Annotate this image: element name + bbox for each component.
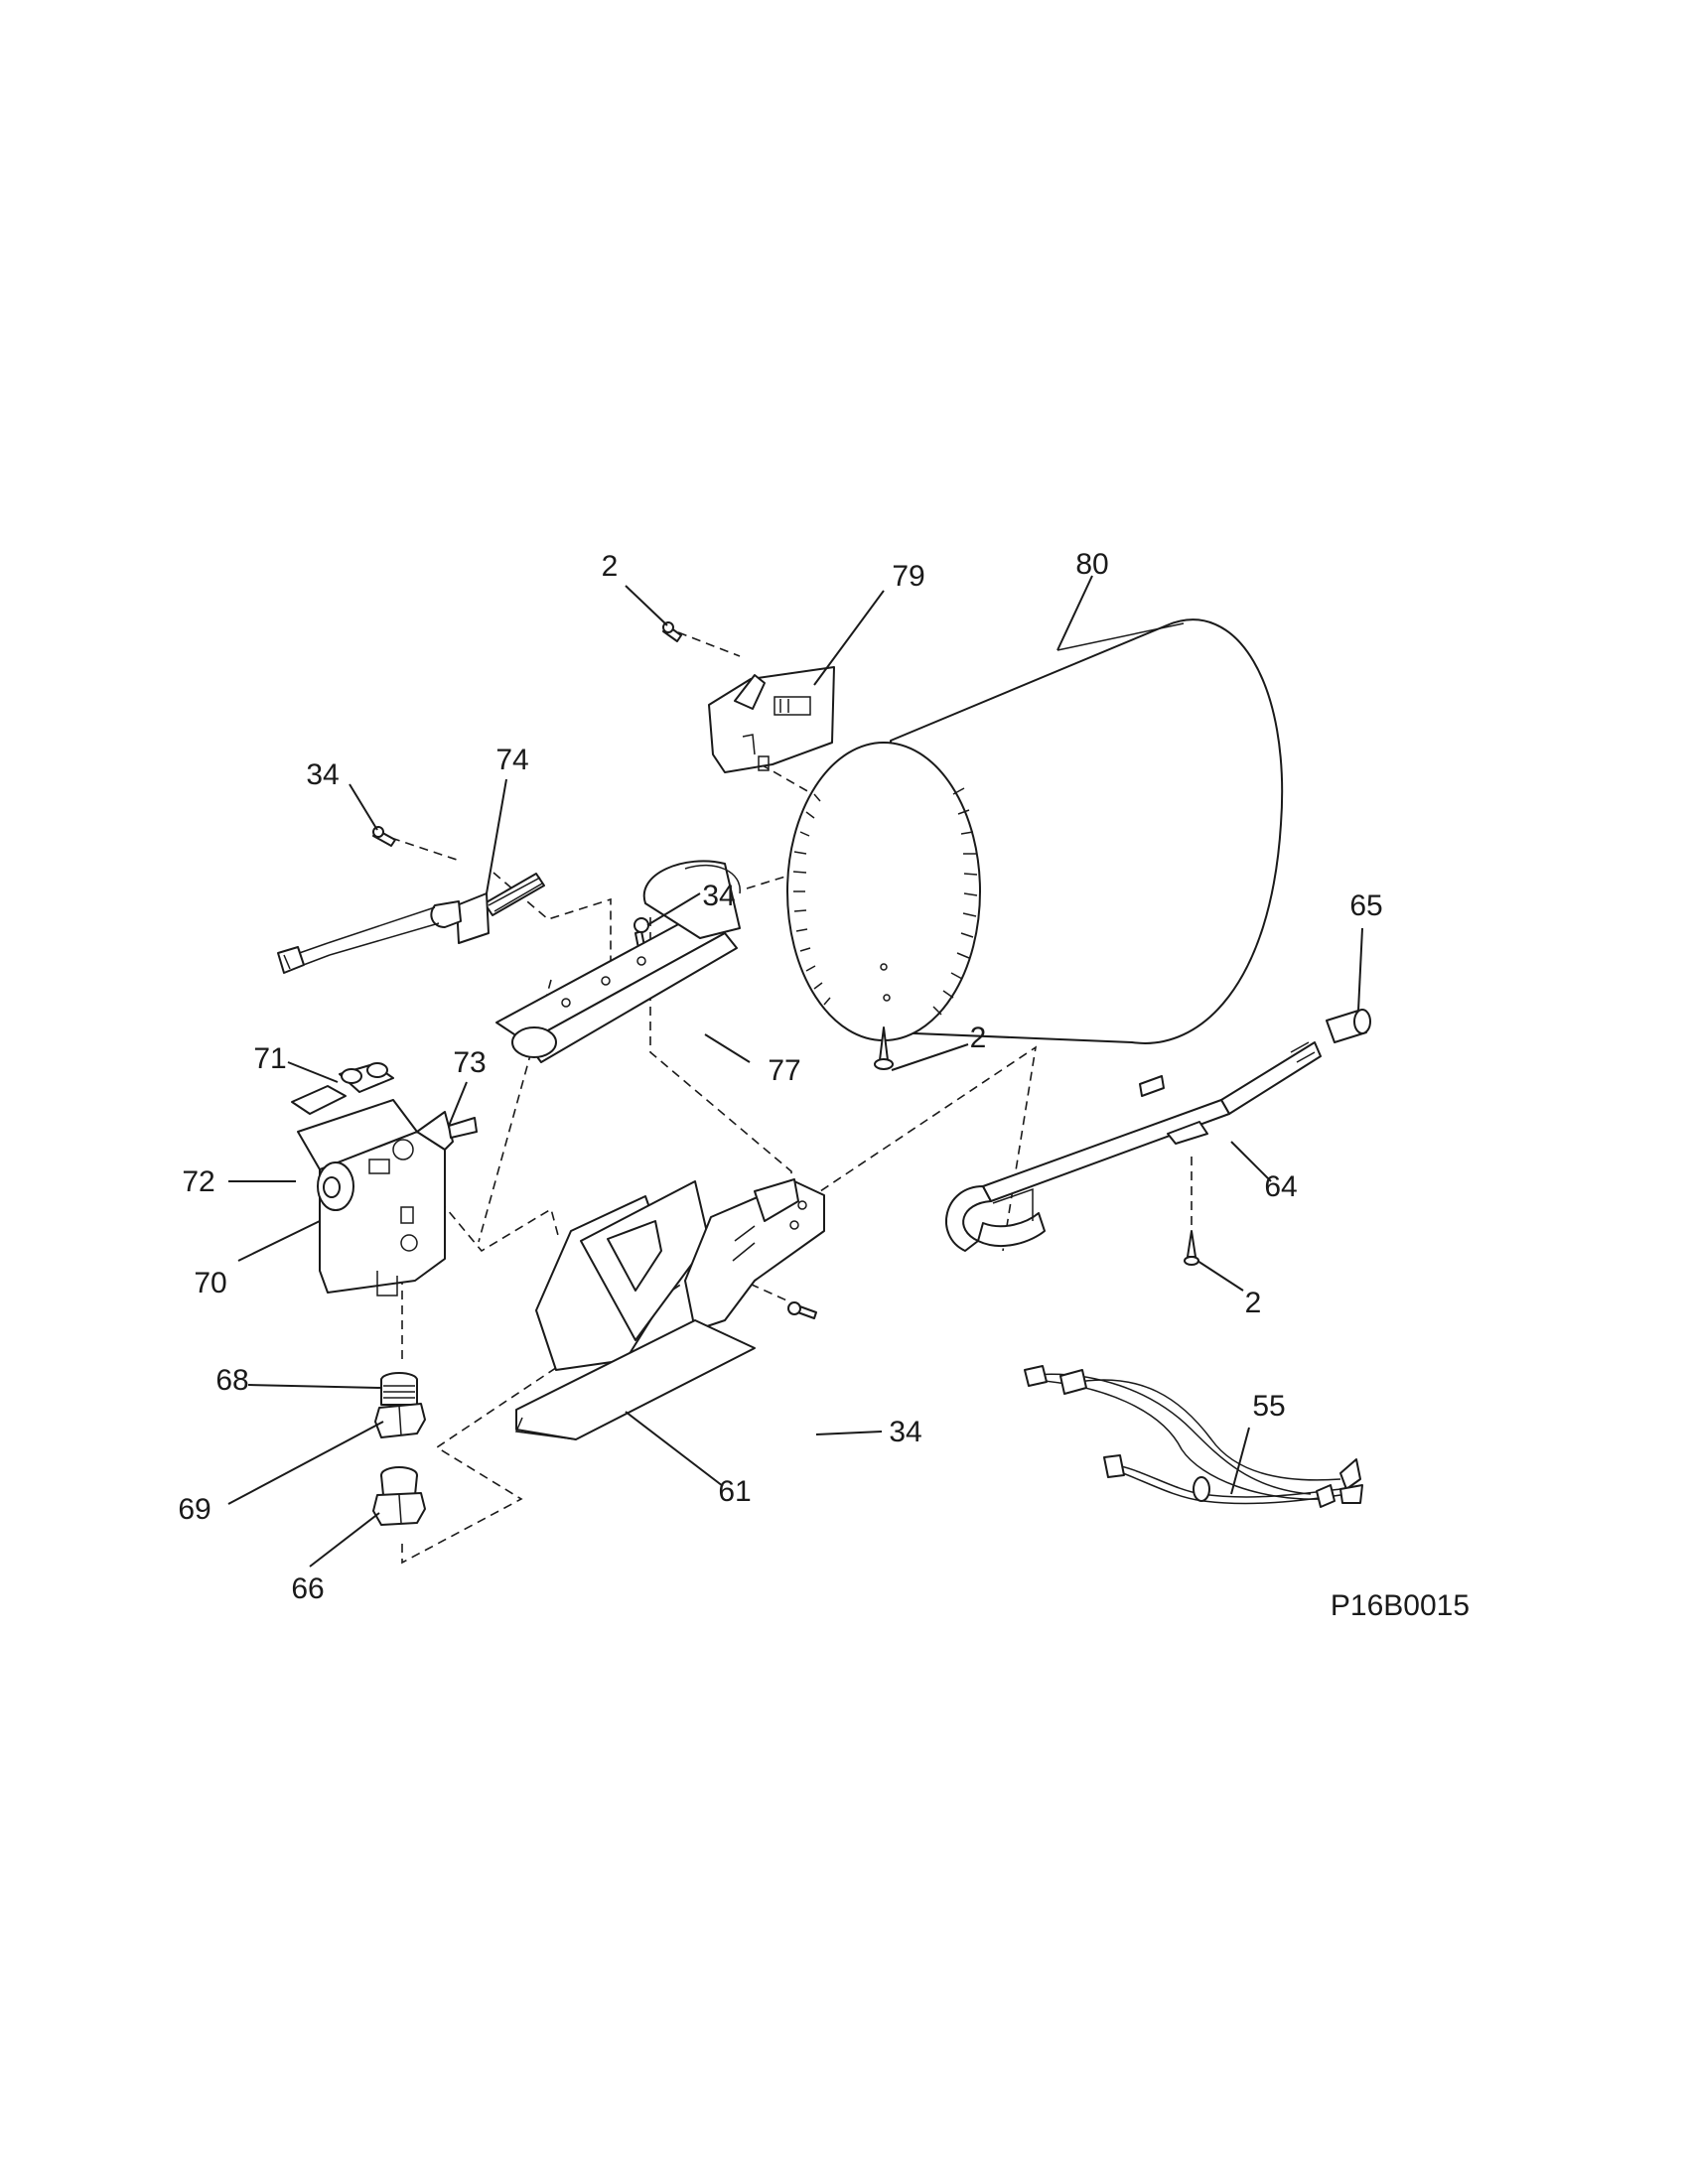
diagram-reference-code: P16B0015 bbox=[1331, 1589, 1470, 1622]
callout-2-mid: 2 bbox=[970, 1022, 987, 1054]
fitting-part-66 bbox=[372, 1466, 426, 1526]
callout-66: 66 bbox=[291, 1572, 324, 1605]
pipe-cap-part-65 bbox=[1326, 1009, 1371, 1043]
leader-lines bbox=[227, 575, 1363, 1568]
callout-68: 68 bbox=[215, 1364, 248, 1397]
orifice-part-68 bbox=[380, 1372, 418, 1406]
callout-74: 74 bbox=[495, 744, 528, 776]
gas-pipe-part-64 bbox=[945, 1041, 1322, 1252]
callout-73: 73 bbox=[453, 1046, 486, 1079]
drum-cylinder-part-80 bbox=[786, 618, 1284, 1044]
screw-part-34-bottom bbox=[787, 1301, 817, 1319]
callout-2-top: 2 bbox=[602, 550, 619, 583]
callout-61: 61 bbox=[718, 1475, 751, 1508]
callout-70: 70 bbox=[194, 1267, 226, 1299]
wire-harness-part-55 bbox=[1024, 1365, 1363, 1508]
callout-77: 77 bbox=[768, 1054, 800, 1087]
callout-55: 55 bbox=[1252, 1390, 1285, 1423]
callout-2-right: 2 bbox=[1245, 1287, 1262, 1319]
callout-71: 71 bbox=[253, 1042, 286, 1075]
callout-34-mid: 34 bbox=[702, 880, 735, 912]
callout-79: 79 bbox=[892, 560, 924, 593]
flame-sensor-part-79 bbox=[708, 666, 835, 773]
callout-34-bottom: 34 bbox=[889, 1416, 921, 1448]
burner-bracket-part-61 bbox=[514, 1178, 825, 1440]
screw-part-2-right bbox=[1184, 1230, 1199, 1266]
igniter-part-74 bbox=[277, 873, 545, 974]
callout-80: 80 bbox=[1075, 548, 1108, 581]
callout-72: 72 bbox=[182, 1165, 214, 1198]
screw-part-2-mid bbox=[874, 1026, 894, 1070]
callout-64: 64 bbox=[1264, 1170, 1297, 1203]
screw-part-34-left bbox=[372, 826, 396, 847]
gas-valve-part-70 bbox=[291, 1062, 478, 1297]
callout-labels: 2 79 80 34 74 34 65 71 73 2 77 72 64 70 … bbox=[178, 548, 1382, 1605]
burner-tube-part-77 bbox=[495, 860, 741, 1063]
callout-65: 65 bbox=[1349, 889, 1382, 922]
fitting-part-69 bbox=[374, 1403, 426, 1438]
callout-34-left: 34 bbox=[306, 758, 339, 791]
callout-69: 69 bbox=[178, 1493, 211, 1526]
